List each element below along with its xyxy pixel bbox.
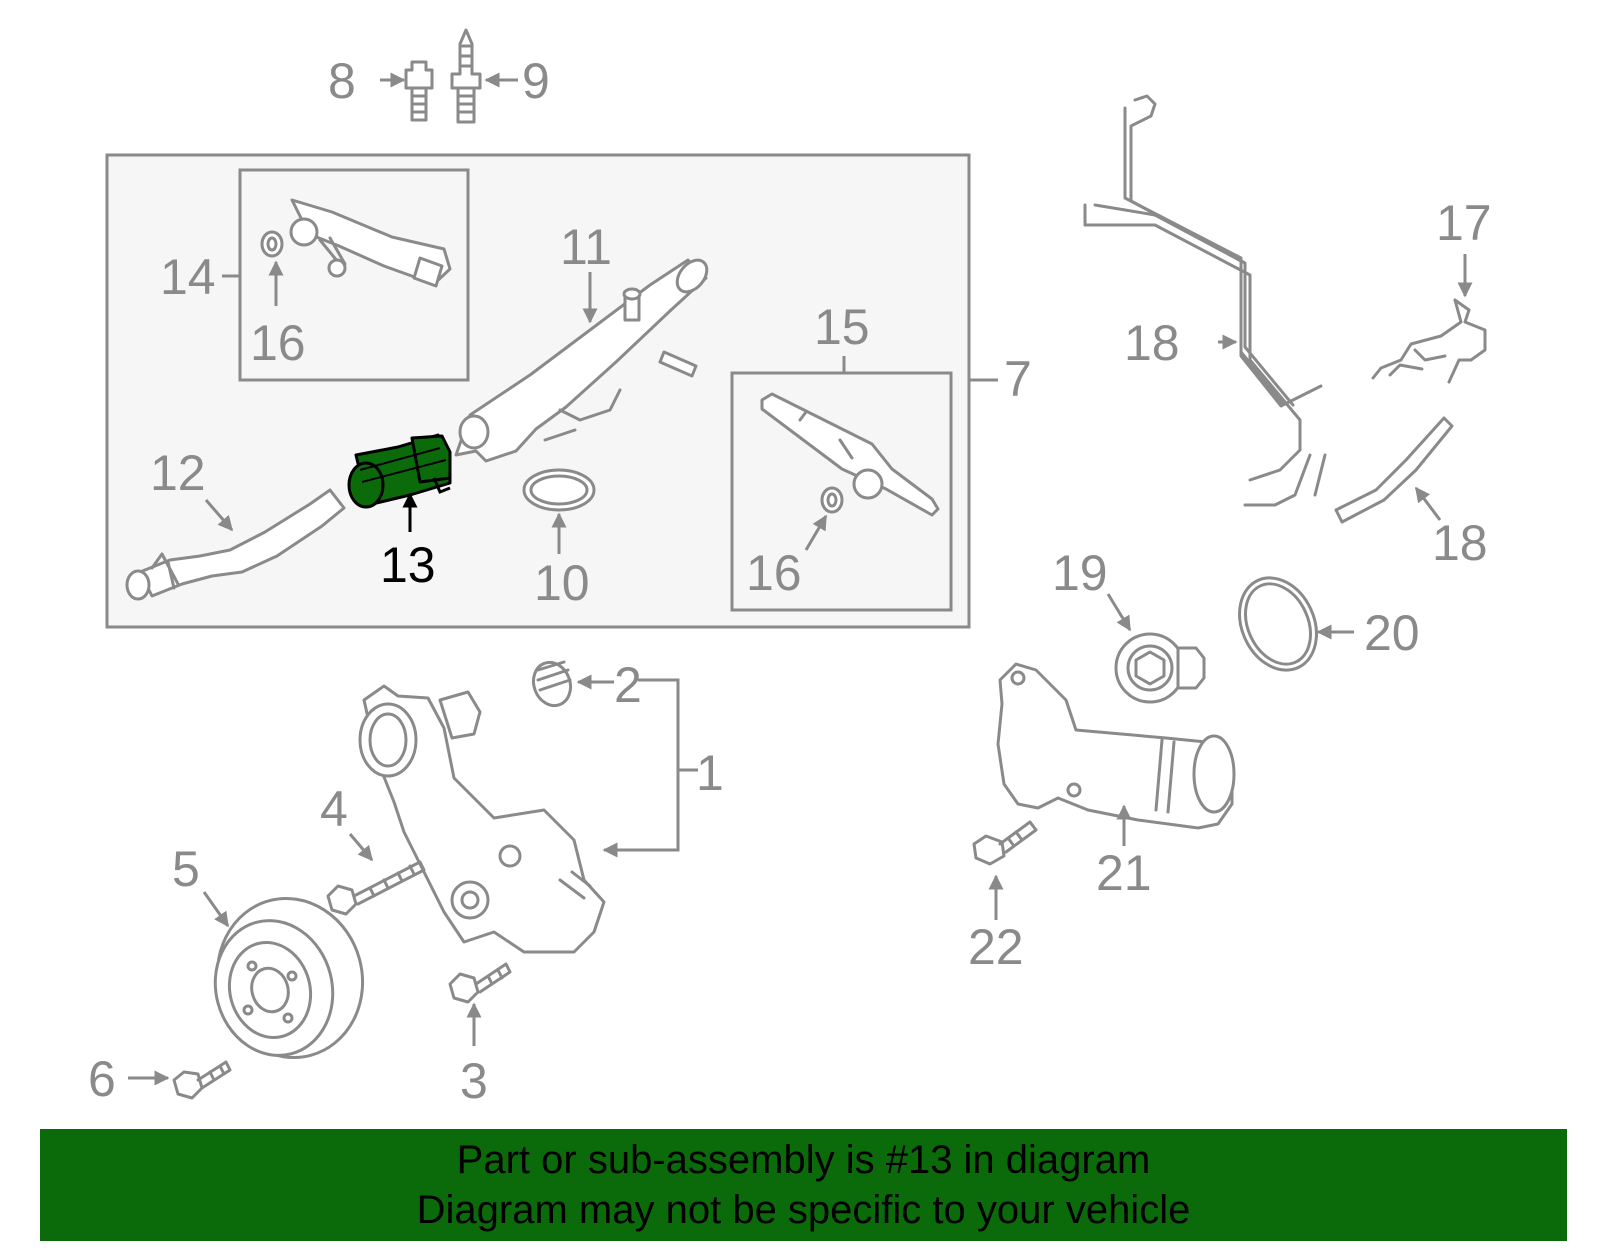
callout-20: 19 — [1052, 545, 1108, 601]
callout-16a: 16 — [250, 315, 306, 371]
bolt-23 — [972, 820, 1038, 866]
callout-16b: 16 — [746, 545, 802, 601]
bypass-tube-19 — [1083, 94, 1327, 507]
coolant-tube-15 — [760, 392, 940, 517]
stud-9 — [450, 28, 482, 124]
seal-21 — [1238, 576, 1318, 672]
thermostat-20 — [1114, 632, 1206, 704]
hose-12 — [125, 488, 346, 601]
bolt-8 — [404, 60, 434, 122]
callout-10: 10 — [534, 555, 590, 611]
bolt-6 — [172, 1060, 232, 1100]
callout-21: 20 — [1364, 605, 1420, 661]
callout-5: 5 — [172, 841, 200, 897]
bracket-17 — [1371, 298, 1487, 384]
callout-7: 7 — [1004, 351, 1032, 407]
callout-23: 22 — [968, 919, 1024, 975]
callout-11: 11 — [560, 219, 612, 275]
callout-12: 12 — [150, 445, 206, 501]
bolt-3 — [448, 962, 512, 1004]
banner-line-2: Diagram may not be specific to your vehi… — [416, 1188, 1191, 1232]
callout-13: 13 — [380, 537, 436, 593]
callout-18: 18 — [1432, 515, 1488, 571]
callout-14: 14 — [160, 249, 216, 305]
water-pump-1 — [358, 684, 606, 954]
info-banner: Part or sub-assembly is #13 in diagram D… — [40, 1129, 1567, 1241]
callout-19: 18 — [1124, 315, 1180, 371]
outlet-pipe-11 — [454, 258, 709, 463]
o-ring-16a — [260, 230, 284, 258]
hose-18 — [1334, 416, 1454, 524]
callout-22: 21 — [1096, 845, 1152, 901]
callout-8: 8 — [328, 53, 356, 109]
callout-9: 9 — [522, 53, 550, 109]
callout-6: 6 — [88, 1051, 116, 1107]
bolt-4 — [326, 860, 426, 916]
water-outlet-22 — [996, 662, 1236, 830]
plug-2 — [531, 660, 573, 708]
o-ring-16b — [820, 486, 844, 514]
callout-2: 2 — [614, 657, 642, 713]
callout-17: 17 — [1436, 195, 1492, 251]
banner-line-1: Part or sub-assembly is #13 in diagram — [456, 1138, 1151, 1182]
leader-lines — [128, 72, 1473, 1086]
callout-4: 4 — [320, 781, 348, 837]
highlighted-part-13 — [347, 433, 452, 509]
callout-15: 15 — [814, 299, 870, 355]
callout-1: 1 — [696, 745, 724, 801]
thermostat-housing-14 — [289, 198, 452, 288]
callout-3: 3 — [460, 1053, 488, 1109]
pulley-5 — [213, 897, 365, 1059]
